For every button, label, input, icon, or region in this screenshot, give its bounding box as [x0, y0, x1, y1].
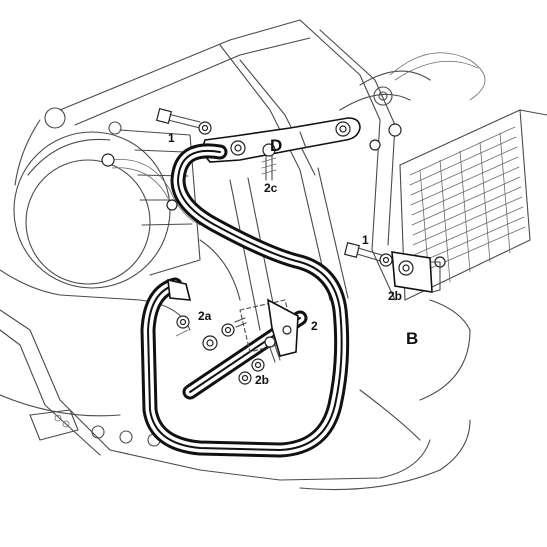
callout-labels: D B 1 1 2c 2b 2a 2 2b: [168, 131, 418, 387]
label-2a: 2a: [198, 309, 212, 323]
label-d: D: [270, 136, 282, 155]
bolt-1-top: [155, 107, 212, 135]
label-1-top: 1: [168, 131, 175, 145]
bolt-1-right: [343, 241, 441, 293]
label-2c: 2c: [264, 181, 278, 195]
crash-bar-b: [140, 143, 350, 458]
bolt-2c: [261, 143, 277, 181]
bolts-2b-bottom: [238, 336, 281, 385]
label-2b-bottom: 2b: [255, 373, 269, 387]
label-2: 2: [311, 319, 318, 333]
bolts-2a: [175, 315, 247, 351]
label-b: B: [406, 329, 418, 348]
radiator-grille: [409, 126, 526, 291]
mounting-plate-2: [239, 298, 299, 357]
label-1-right: 1: [362, 233, 369, 247]
label-2b-right: 2b: [388, 289, 402, 303]
